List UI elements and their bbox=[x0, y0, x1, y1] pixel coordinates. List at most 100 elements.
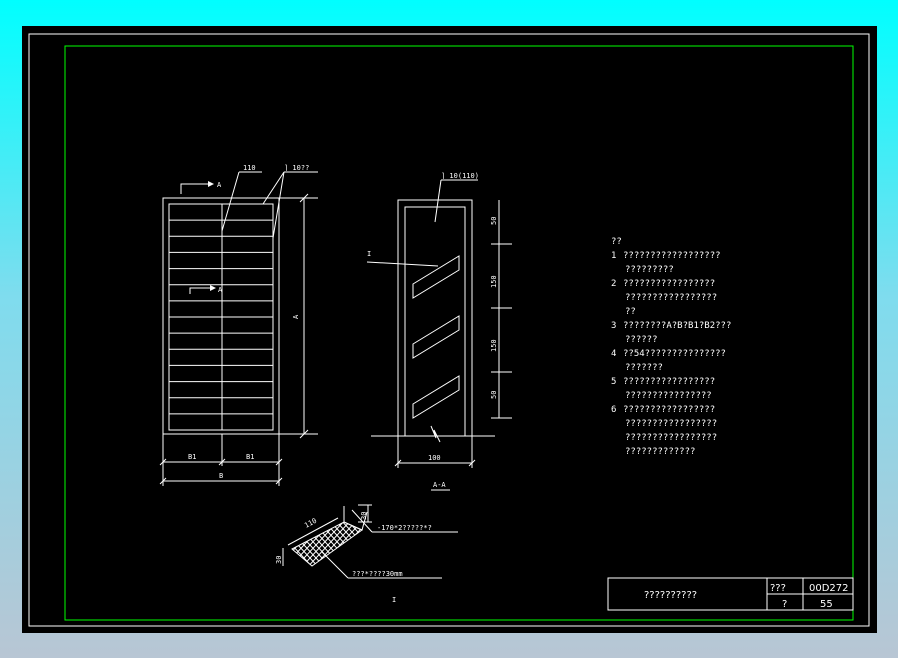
drawing-canvas: A A 110 ⌉ 10?? A B1 B1 B bbox=[22, 26, 877, 633]
dim-tick bbox=[275, 477, 283, 485]
mesh-line bbox=[292, 522, 299, 566]
mesh-line bbox=[202, 506, 262, 571]
title-block: ?????????? ??? 00D272 ? 55 bbox=[607, 577, 854, 611]
mesh-line bbox=[339, 522, 362, 566]
label-detail-30-left: 30 bbox=[275, 556, 283, 564]
mesh-line bbox=[214, 506, 274, 571]
note-line: ????????? bbox=[625, 265, 674, 275]
dim-tick bbox=[218, 458, 226, 466]
label-detail-30-top: 30 bbox=[360, 512, 368, 520]
mesh-hatch bbox=[202, 506, 362, 571]
mesh-line bbox=[220, 506, 280, 571]
page-number: 55 bbox=[820, 599, 833, 610]
mesh-line bbox=[292, 522, 347, 566]
note-number: 4 bbox=[611, 349, 616, 359]
section-mark-mid bbox=[189, 287, 210, 294]
note-number: 3 bbox=[611, 321, 616, 331]
plate-edge bbox=[343, 511, 368, 531]
note-line: ????????????????? bbox=[623, 279, 715, 289]
dim-tick bbox=[468, 459, 476, 467]
mesh-line bbox=[345, 522, 362, 566]
dim-tick bbox=[394, 459, 402, 467]
section-mark-top bbox=[180, 183, 208, 194]
mesh-line bbox=[214, 506, 274, 571]
note-number: 5 bbox=[611, 377, 616, 387]
mesh-line bbox=[345, 522, 362, 566]
louver-slats bbox=[169, 219, 273, 415]
front-view: A A 110 ⌉ 10?? A B1 B1 B bbox=[159, 164, 318, 486]
label-b1-right: B1 bbox=[246, 453, 254, 461]
note-line: ????????????????? bbox=[623, 377, 715, 387]
leader-110 bbox=[221, 171, 240, 232]
louver-blade-1 bbox=[412, 255, 460, 299]
section-caption: A-A bbox=[433, 481, 446, 489]
section-arrow-mid-icon bbox=[210, 285, 216, 291]
front-outer-frame bbox=[162, 197, 280, 435]
leader-detail-i bbox=[366, 261, 439, 267]
dim-tick bbox=[159, 477, 167, 485]
mesh-line bbox=[292, 522, 305, 566]
note-number: 6 bbox=[611, 405, 616, 415]
dim-label: 150 bbox=[490, 339, 498, 352]
note-line: ?? bbox=[625, 307, 636, 317]
dim-tick bbox=[159, 458, 167, 466]
page-label: ? bbox=[782, 599, 787, 610]
mesh-line bbox=[208, 506, 268, 571]
note-line: ?????????????????? bbox=[623, 251, 721, 261]
code-label: ??? bbox=[770, 583, 786, 594]
section-label-mid: A bbox=[218, 286, 223, 294]
mesh-line bbox=[292, 522, 317, 566]
outer-border bbox=[28, 33, 870, 627]
leader-channel-1 bbox=[262, 171, 285, 205]
section-view: ⌉ 10(110) I 50 150 150 50 100 A-A bbox=[366, 172, 512, 491]
drawing-code: 00D272 bbox=[809, 583, 849, 594]
note-number: 2 bbox=[611, 279, 616, 289]
dim-110 bbox=[287, 517, 339, 546]
mesh-line bbox=[292, 522, 305, 566]
mesh-line bbox=[292, 522, 299, 566]
dim-tick bbox=[299, 429, 309, 439]
mesh-line bbox=[303, 522, 362, 566]
dim-label: 150 bbox=[490, 275, 498, 288]
note-line: ??54??????????????? bbox=[623, 349, 726, 359]
note-mesh: ???*????30mm bbox=[352, 570, 403, 578]
note-line: ????????????????? bbox=[625, 419, 717, 429]
note-line: ????????????? bbox=[625, 447, 695, 457]
drawing-frame bbox=[64, 45, 854, 621]
section-inner bbox=[404, 206, 466, 436]
note-line: ?????? bbox=[625, 335, 658, 345]
louver-blade-3 bbox=[412, 375, 460, 419]
leader-mesh bbox=[321, 551, 349, 579]
note-line: ????????????????? bbox=[623, 405, 715, 415]
label-detail-i: I bbox=[367, 250, 371, 258]
section-label-top: A bbox=[217, 181, 222, 189]
notes-block: ?? 1??????????????????????????? 2????????… bbox=[611, 237, 731, 457]
mesh-line bbox=[327, 522, 362, 566]
mesh-line bbox=[339, 522, 362, 566]
section-outer bbox=[397, 199, 473, 436]
mesh-line bbox=[208, 506, 268, 571]
dim-tick bbox=[275, 458, 283, 466]
label-channel: ⌉ 10?? bbox=[284, 164, 309, 172]
mesh-line bbox=[292, 522, 323, 566]
label-height: A bbox=[292, 314, 300, 319]
mesh-line bbox=[327, 522, 362, 566]
dim-tick bbox=[299, 193, 309, 203]
leader-plate bbox=[351, 509, 373, 533]
detail-view: 110 30 30 -170*2?????*? ???*????30mm I bbox=[202, 504, 458, 604]
dim-label: 50 bbox=[490, 391, 498, 399]
mesh-line bbox=[220, 506, 280, 571]
note-line: ????????A?B?B1?B2??? bbox=[623, 321, 731, 331]
note-line: ????????????????? bbox=[625, 433, 717, 443]
note-plate: -170*2?????*? bbox=[377, 524, 432, 532]
label-b1-left: B1 bbox=[188, 453, 196, 461]
break-mark bbox=[430, 425, 441, 443]
note-line: ????????????????? bbox=[625, 293, 717, 303]
label-110: 110 bbox=[243, 164, 256, 172]
louver-blade-2 bbox=[412, 315, 460, 359]
note-number: 1 bbox=[611, 251, 616, 261]
label-section-channel: ⌉ 10(110) bbox=[441, 172, 479, 180]
mesh-line bbox=[202, 506, 262, 571]
section-arrow-top-icon bbox=[208, 181, 214, 187]
cad-drawing: A A 110 ⌉ 10?? A B1 B1 B bbox=[28, 33, 870, 627]
